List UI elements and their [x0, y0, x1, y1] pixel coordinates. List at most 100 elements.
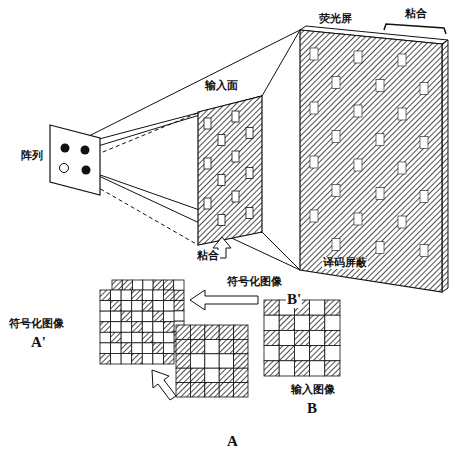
grid-cell	[174, 301, 184, 311]
grid-cell	[205, 354, 219, 368]
label: A'	[30, 334, 47, 351]
grid-cell	[219, 383, 233, 397]
grid-cell	[325, 346, 340, 361]
grid-cell	[190, 368, 204, 382]
grid-cell	[153, 301, 164, 312]
grid-cell	[332, 239, 340, 251]
grid-cell	[325, 361, 340, 376]
grid-cell	[219, 368, 233, 382]
grid-cell	[325, 330, 340, 345]
grid-cell	[246, 208, 253, 219]
grid-cell	[163, 321, 173, 331]
grid-cell	[232, 111, 239, 122]
grid-cell	[100, 322, 111, 333]
grid-cell	[310, 315, 325, 330]
grid-cell	[153, 343, 164, 354]
grid-cell	[153, 321, 163, 331]
grid-cell	[163, 322, 174, 333]
grid-cell	[376, 188, 384, 200]
grid-cell	[204, 118, 211, 129]
grid-cell	[133, 311, 143, 321]
grid-cell	[310, 346, 325, 361]
grid-cell	[420, 83, 428, 95]
grid-cell	[232, 151, 239, 162]
grid-cell	[121, 322, 132, 333]
grid-cell	[176, 354, 190, 368]
grid-cell	[100, 343, 111, 354]
grid-cell	[153, 311, 164, 322]
grid-cell	[163, 353, 174, 364]
grid-cell	[132, 332, 143, 343]
grid-cell	[132, 353, 143, 364]
label: 输入面	[204, 80, 239, 92]
grid-cell	[219, 339, 233, 353]
grid-cell	[163, 280, 173, 290]
label: 输入图像	[290, 384, 336, 396]
grid-cell	[190, 354, 204, 368]
grid-cell	[376, 242, 384, 254]
grid-cell	[232, 191, 239, 202]
grid-cell	[264, 330, 279, 345]
grid-cell	[354, 105, 362, 117]
grid-cell	[111, 353, 122, 364]
grid-cell	[354, 159, 362, 171]
hollow-arrow	[190, 290, 258, 310]
label: A	[226, 433, 239, 450]
grid-cell	[163, 290, 173, 300]
grid-cell	[163, 301, 174, 312]
grid-cell	[279, 330, 294, 345]
grid-cell	[133, 301, 143, 311]
grid-cell	[163, 311, 173, 321]
grid-cell	[132, 301, 143, 312]
grid-cell	[153, 290, 164, 301]
label: 符号化图像	[226, 276, 283, 288]
grid-cell	[153, 353, 164, 364]
grid-cell	[398, 162, 406, 174]
grid-cell	[111, 332, 122, 343]
grid-cell	[204, 198, 211, 209]
grid-cell	[190, 325, 204, 339]
grid-cell	[100, 301, 111, 312]
grid-cell	[132, 343, 143, 354]
label: B	[306, 400, 318, 417]
grid-cell	[294, 361, 309, 376]
grid-cell	[100, 332, 111, 343]
grid-cell	[111, 343, 122, 354]
label: 译码屏蔽	[322, 257, 368, 269]
grid-cell	[310, 48, 318, 60]
label: 粘合	[404, 8, 428, 20]
grid-cell	[143, 290, 153, 300]
grid-cell	[218, 175, 225, 186]
grid-cell	[325, 300, 340, 315]
grid-cell	[163, 311, 174, 322]
grid-cell	[112, 280, 122, 290]
grid-cell	[310, 156, 318, 168]
grid-cell	[264, 346, 279, 361]
grid-cell	[100, 353, 111, 364]
grid-cell	[264, 300, 279, 315]
grid-cell	[310, 102, 318, 114]
grid-cell	[153, 280, 163, 290]
grid-cell	[163, 290, 174, 301]
grid-cell	[205, 383, 219, 397]
grid-cell	[279, 346, 294, 361]
grid-cell	[234, 339, 248, 353]
grid-cell	[420, 245, 428, 257]
grid-cell	[121, 332, 132, 343]
grid-cell	[132, 290, 143, 301]
grid-cell	[294, 330, 309, 345]
grid-cell	[176, 325, 190, 339]
grid-cell	[398, 54, 406, 66]
grid-cell	[354, 213, 362, 225]
grid-cell	[205, 339, 219, 353]
grid-cell	[100, 311, 111, 322]
grid-cell	[143, 280, 153, 290]
grid-cell	[121, 290, 132, 301]
grid-cell	[234, 354, 248, 368]
grid-cell	[310, 300, 325, 315]
grid-cell	[133, 321, 143, 331]
array-plate	[50, 125, 100, 195]
grid-cell	[294, 315, 309, 330]
grid-cell	[264, 361, 279, 376]
